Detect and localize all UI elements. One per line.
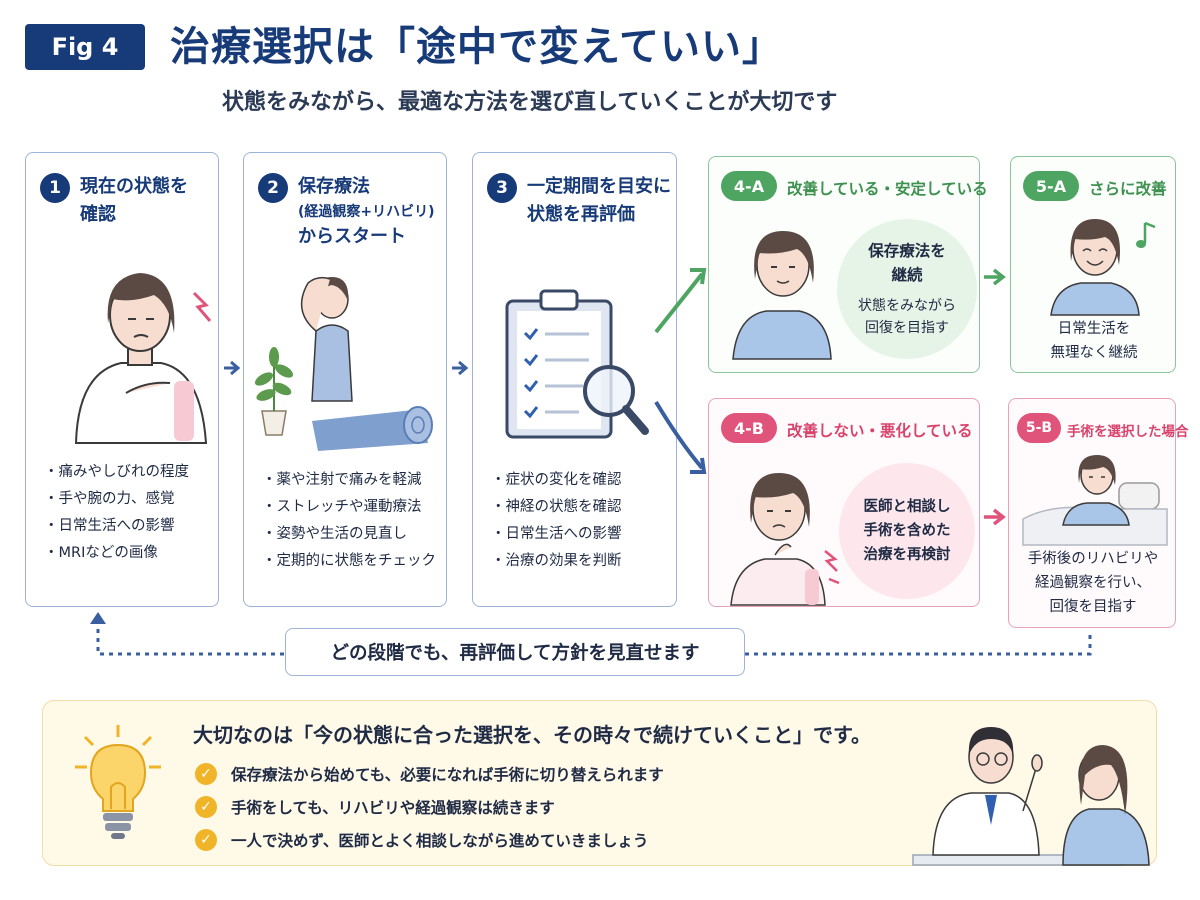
list-item: 日常生活への影響 [491, 521, 622, 548]
page-subtitle: 状態をみながら、最適な方法を選び直していくことが大切です [222, 90, 838, 115]
page-title: 治療選択は「途中で変えていい」 [170, 24, 783, 70]
doctor-consultation-illustration [912, 727, 1150, 866]
stretching-illustration [254, 276, 433, 451]
list-item: 痛みやしびれの程度 [44, 459, 190, 486]
step-number: 3 [487, 173, 517, 203]
yoga-mat-icon [312, 406, 433, 451]
check-icon: ✓ [195, 763, 217, 785]
outcome-label: 手術を選択した場合 [1067, 424, 1189, 440]
outcome-tag: 4-A [721, 171, 777, 201]
patient-happy-illustration [1050, 219, 1156, 316]
patient-calm-illustration [732, 231, 832, 360]
outcome-4a-card: 4-A 改善している・安定している 保存療法を 継続 状態をみながら 回復を目指… [708, 156, 988, 373]
list-item: 定期的に状態をチェック [262, 548, 437, 575]
step-3-card: 3 一定期間を目安に 状態を再評価 症状の変化を確認 神経の状態を確認 日常生活… [472, 152, 677, 607]
patient-worried-illustration [730, 473, 840, 606]
clipboard-icon [505, 289, 649, 439]
arrow-right-icon [984, 268, 1006, 286]
list-item: 神経の状態を確認 [491, 494, 622, 521]
outcome-label: 改善しない・悪化している [787, 422, 973, 440]
figure-badge: Fig 4 [25, 24, 145, 70]
patient-in-bed-illustration [1022, 455, 1168, 546]
step-title: 一定期間を目安に 状態を再評価 [527, 176, 671, 225]
outcome-label: 改善している・安定している [787, 180, 988, 198]
summary-panel: 大切なのは「今の状態に合った選択を、その時々で続けていくこと」です。 ✓ 保存療… [42, 700, 1157, 866]
outcome-tag: 5-B [1017, 413, 1061, 443]
step-3-bullets: 症状の変化を確認 神経の状態を確認 日常生活への影響 治療の効果を判断 [491, 467, 622, 575]
patient-shoulder-pain-illustration [74, 273, 212, 444]
pain-spark-icon [192, 291, 212, 322]
outcome-5a-card: 5-A さらに改善 日常生活を 無理なく継続 [1010, 156, 1176, 373]
list-item: 症状の変化を確認 [491, 467, 622, 494]
magnifier-icon [583, 365, 649, 435]
list-item: 薬や注射で痛みを軽減 [262, 467, 436, 494]
step-2-card: 2 保存療法 (経過観察+リハビリ) からスタート 薬や注射で痛みを軽減 ストレ… [243, 152, 447, 607]
step-2-bullets: 薬や注射で痛みを軽減 ストレッチや運動療法 姿勢や生活の見直し 定期的に状態をチ… [262, 467, 437, 575]
outcome-5b-card: 5-B 手術を選択した場合 手術後のリハビリや 経過観察を行い、 回復を目指す [1008, 398, 1189, 628]
outcome-tag: 4-B [721, 413, 777, 443]
arrow-right-icon [452, 360, 469, 376]
arrow-up-icon [654, 272, 704, 334]
plant-icon [254, 347, 294, 436]
list-item: 日常生活への影響 [44, 513, 189, 540]
list-item: ストレッチや運動療法 [262, 494, 436, 521]
step-number: 2 [258, 173, 288, 203]
arrow-right-icon [224, 360, 241, 376]
outcome-tag: 5-A [1023, 171, 1079, 201]
pain-spark-icon [824, 550, 840, 585]
summary-point: ✓ 保存療法から始めても、必要になれば手術に切り替えられます [195, 763, 664, 785]
step-title: 現在の状態を 確認 [80, 176, 188, 225]
lightbulb-icon [75, 725, 161, 839]
step-number: 1 [40, 173, 70, 203]
outcome-body: 日常生活を 無理なく継続 [1050, 321, 1138, 361]
summary-point: ✓ 一人で決めず、医師とよく相談しながら進めていきましょう [195, 829, 648, 851]
summary-point: ✓ 手術をしても、リハビリや経過観察は続きます [195, 796, 555, 818]
list-item: 治療の効果を判断 [491, 548, 622, 575]
loop-note: どの段階でも、再評価して方針を見直せます [285, 628, 745, 676]
branch-arrows [654, 268, 707, 474]
outcome-label: さらに改善 [1089, 180, 1167, 198]
summary-title: 大切なのは「今の状態に合った選択を、その時々で続けていくこと」です。 [193, 723, 871, 747]
step-1-bullets: 痛みやしびれの程度 手や腕の力、感覚 日常生活への影響 MRIなどの画像 [44, 459, 190, 567]
list-item: MRIなどの画像 [44, 540, 189, 567]
check-icon: ✓ [195, 796, 217, 818]
step-1-card: 1 現在の状態を 確認 痛みやしびれの程度 手や腕の力、感覚 日常生活への影響 … [25, 152, 219, 607]
reevaluation-loop-line [90, 612, 1092, 656]
outcome-bubble: 保存療法を 継続 状態をみながら 回復を目指す [837, 219, 977, 359]
check-icon: ✓ [195, 829, 217, 851]
step-title: 保存療法 (経過観察+リハビリ) からスタート [298, 176, 435, 247]
arrow-right-icon [984, 508, 1006, 526]
outcome-body: 手術後のリハビリや 経過観察を行い、 回復を目指す [1027, 551, 1159, 615]
music-note-icon [1136, 221, 1156, 248]
arrow-down-icon [654, 400, 704, 470]
outcome-bubble: 医師と相談し 手術を含めた 治療を再検討 [839, 463, 975, 599]
outcome-4b-card: 4-B 改善しない・悪化している 医師と相談し 手術を含めた 治療を再検討 [708, 398, 980, 607]
list-item: 手や腕の力、感覚 [44, 486, 189, 513]
list-item: 姿勢や生活の見直し [262, 521, 436, 548]
